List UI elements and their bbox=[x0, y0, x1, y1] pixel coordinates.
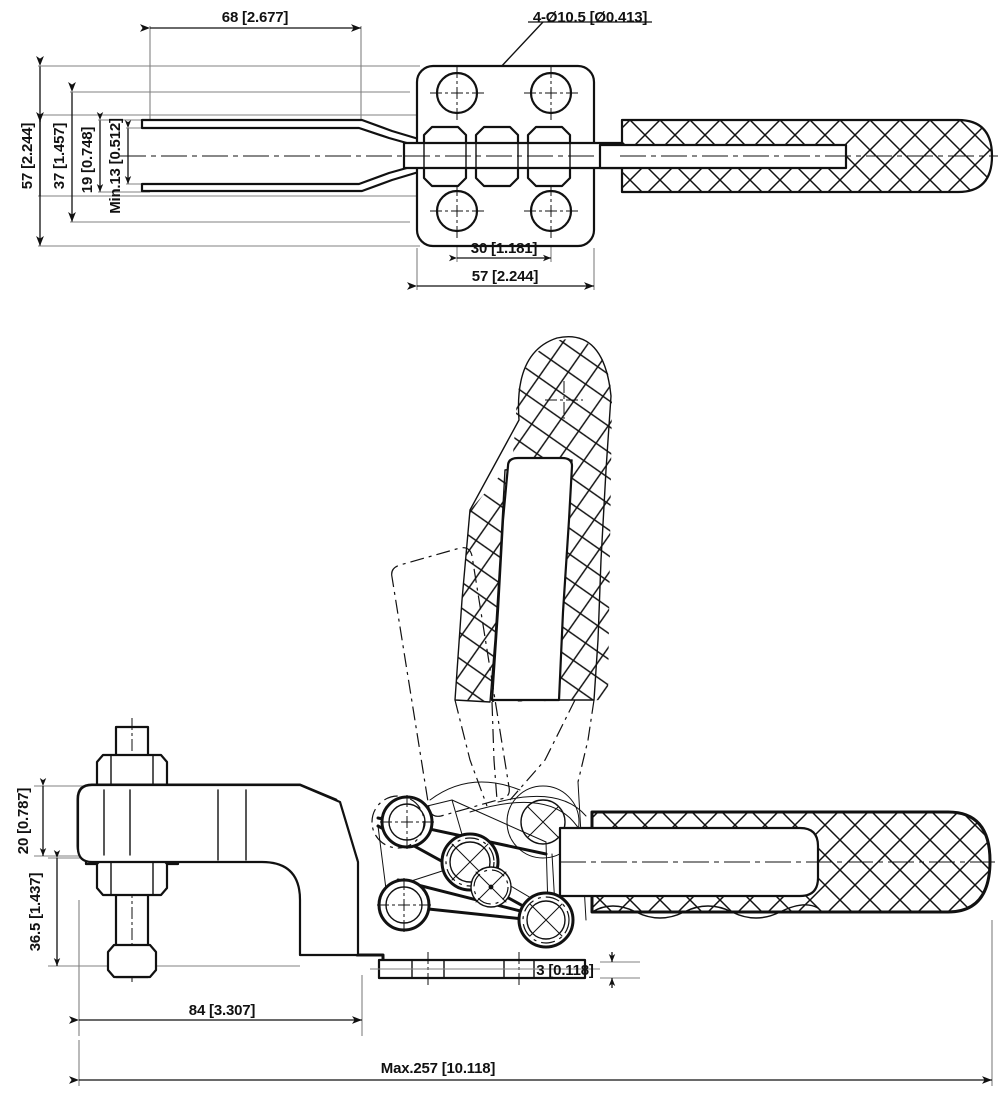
top-view-group: 68 [2.677] 4-Ø10.5 [Ø0.413] 57 [2.244] 3… bbox=[19, 9, 998, 290]
dim-hole-spacing-30: 30 [1.181] bbox=[471, 240, 538, 257]
forked-clamping-arm-top bbox=[120, 118, 434, 193]
knurled-handle-grip-top bbox=[598, 118, 998, 194]
knurled-handle-grip-raised bbox=[454, 336, 612, 703]
hex-nuts-top-view bbox=[402, 125, 700, 188]
dim-height-57: 57 [2.244] bbox=[19, 123, 36, 190]
dim-spindle-up-20: 20 [0.787] bbox=[15, 788, 32, 855]
dim-hole-callout: 4-Ø10.5 [Ø0.413] bbox=[533, 9, 648, 26]
pivot-pin-small bbox=[470, 866, 512, 908]
clamp-body-arm bbox=[76, 783, 385, 970]
swing-phantom-lines bbox=[454, 699, 595, 807]
top-view-dimension-lines bbox=[36, 21, 652, 290]
dim-base-length-84: 84 [3.307] bbox=[189, 1002, 256, 1019]
pivot-pin-lower-right bbox=[517, 891, 575, 949]
dim-height-37: 37 [1.457] bbox=[51, 123, 68, 190]
pivot-pin-lower-left bbox=[377, 878, 431, 932]
dim-plate-width-57: 57 [2.244] bbox=[472, 268, 539, 285]
pivot-pin-upper-left bbox=[371, 795, 434, 849]
clamp-arm-phantom-open bbox=[391, 547, 510, 817]
pivot-pin-upper-right bbox=[506, 785, 580, 859]
dim-height-19: 19 [0.748] bbox=[79, 127, 96, 194]
dim-spindle-down-36-5: 36.5 [1.437] bbox=[27, 873, 44, 952]
handle-open-position-group bbox=[391, 336, 612, 817]
side-view-group: 20 [0.787] 36.5 [1.437] 84 [3.307] 3 [0.… bbox=[15, 718, 995, 1086]
toggle-linkage-assembly bbox=[371, 781, 587, 949]
dim-top-width-68: 68 [2.677] bbox=[222, 9, 289, 26]
dim-overall-max-257: Max.257 [10.118] bbox=[381, 1060, 496, 1077]
hex-nut-bottom bbox=[106, 943, 158, 979]
base-plate-side bbox=[370, 952, 600, 988]
dim-plate-thickness-3: 3 [0.118] bbox=[536, 962, 594, 979]
four-mounting-holes bbox=[430, 66, 578, 238]
knurled-handle-grip-side bbox=[558, 810, 995, 919]
dim-slot-min-13: Min.13 [0.512] bbox=[107, 118, 124, 214]
